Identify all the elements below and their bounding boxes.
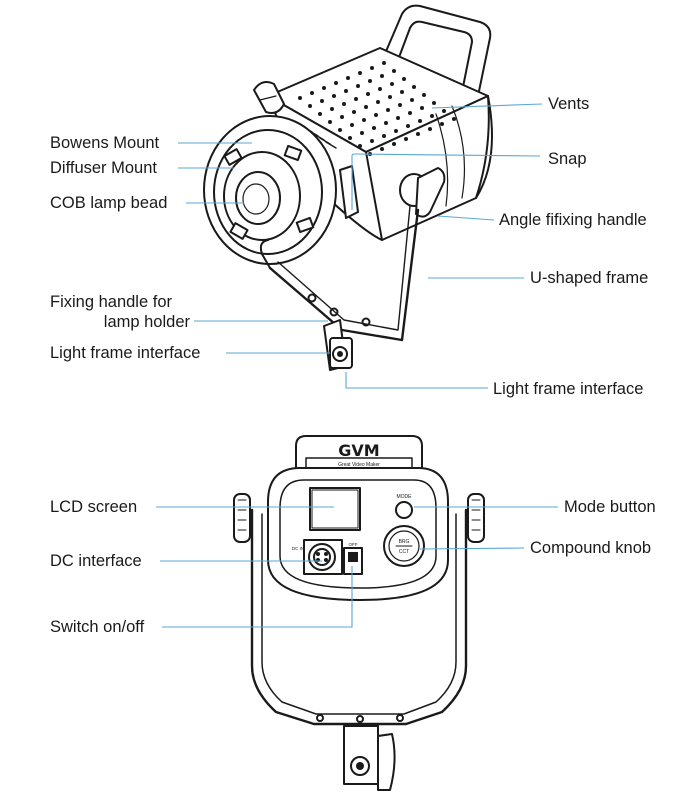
bottom-light-drawing [233, 435, 485, 791]
leader-light-frame-right [345, 372, 488, 389]
leader-vents [431, 103, 543, 109]
label-dc-interface: DC interface [50, 552, 142, 570]
knob-text-bottom: CCT [399, 549, 409, 555]
label-switch-on-off: Switch on/off [50, 618, 145, 636]
mode-text: MODE [397, 494, 413, 500]
leader-switch [162, 566, 353, 628]
label-snap: Snap [548, 150, 587, 168]
vents-grid [298, 61, 456, 156]
label-diffuser-mount: Diffuser Mount [50, 159, 157, 177]
brand-logo: GVM [338, 441, 379, 460]
switch-text: OFF [349, 542, 358, 547]
label-light-frame-interface-left: Light frame interface [50, 344, 201, 362]
leader-snap [351, 153, 541, 210]
label-bowens-mount: Bowens Mount [50, 134, 160, 152]
dc-in-text: DC IN [292, 546, 304, 551]
leader-knob [419, 547, 525, 550]
label-vents: Vents [548, 95, 590, 113]
label-compound-knob: Compound knob [530, 539, 652, 557]
label-fixing-handle-line1: Fixing handle for [50, 293, 172, 311]
top-light-drawing [203, 4, 493, 371]
knob-text-top: BRG [399, 539, 410, 545]
label-lcd-screen: LCD screen [50, 498, 138, 516]
label-light-frame-interface-right: Light frame interface [493, 380, 644, 398]
label-mode-button: Mode button [564, 498, 656, 516]
leader-lines [156, 103, 558, 628]
brand-tagline: Great Video Maker [338, 462, 380, 468]
label-angle-fixing-handle: Angle fifixing handle [499, 211, 647, 229]
leader-angle-handle [437, 215, 495, 221]
label-u-shaped-frame: U-shaped frame [530, 269, 649, 287]
label-cob-lamp-bead: COB lamp bead [50, 194, 168, 212]
label-fixing-handle-line2: lamp holder [103, 313, 190, 331]
